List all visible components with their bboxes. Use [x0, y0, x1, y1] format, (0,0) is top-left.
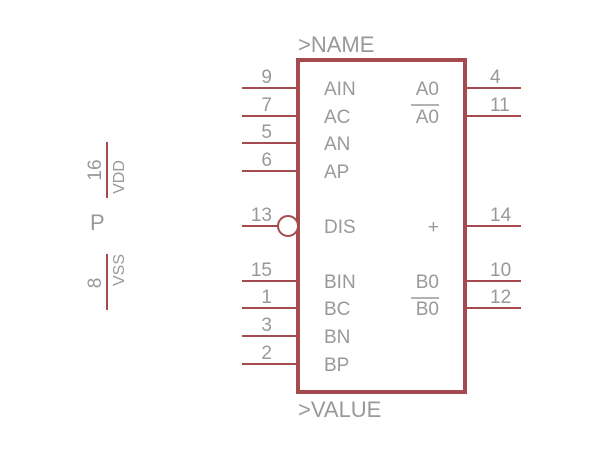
pin-signal-label: AP — [324, 162, 349, 183]
pin-signal-label: DIS — [324, 217, 356, 238]
pin-signal-label: B0 — [416, 272, 439, 293]
pin-number: 11 — [490, 95, 510, 116]
pin-signal-label: AN — [324, 134, 350, 155]
pin-signal-label: B0 — [416, 299, 439, 320]
pin-number: 3 — [261, 315, 272, 336]
pin-signal-label: BN — [324, 327, 350, 348]
pin-signal-label: A0 — [416, 79, 439, 100]
pin-number: 7 — [261, 95, 272, 116]
pin-signal-label: BC — [324, 299, 350, 320]
vdd-label: VDD — [111, 160, 128, 194]
pin-number: 2 — [261, 343, 272, 364]
pin-number: 9 — [261, 67, 272, 88]
pin-number: 1 — [261, 287, 272, 308]
part-value-placeholder: >VALUE — [298, 397, 381, 422]
inversion-bubble — [277, 215, 299, 237]
pin-signal-label: BIN — [324, 272, 356, 293]
pin-number: 15 — [251, 260, 272, 281]
pin-number: 5 — [261, 122, 272, 143]
pin-number: 12 — [490, 287, 511, 308]
power-label: P — [90, 210, 105, 235]
pin-number: 13 — [251, 205, 272, 226]
power-symbol: P 16 VDD 8 VSS — [85, 142, 128, 310]
pin-number: 6 — [261, 150, 272, 171]
pin-signal-label: AIN — [324, 79, 356, 100]
pin-signal-label: BP — [324, 355, 349, 376]
pin-signal-label: A0 — [416, 107, 439, 128]
vss-label: VSS — [111, 254, 128, 286]
vdd-pin-number: 16 — [85, 159, 106, 180]
part-name-placeholder: >NAME — [298, 32, 374, 57]
vss-pin-number: 8 — [85, 278, 106, 289]
pin-signal-label: AC — [324, 107, 350, 128]
pin-signal-label: + — [428, 217, 439, 238]
pin-number: 4 — [490, 67, 501, 88]
pin-number: 10 — [490, 260, 511, 281]
pin-number: 14 — [490, 205, 512, 226]
